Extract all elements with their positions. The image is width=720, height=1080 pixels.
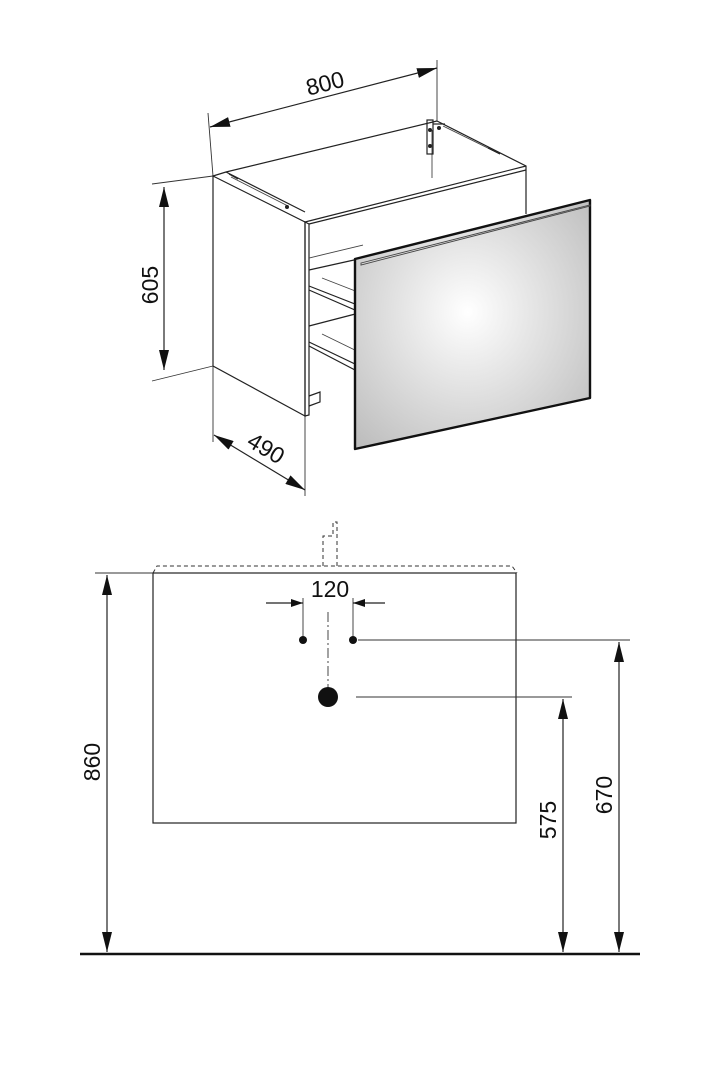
dimension-tap-spacing-label: 120: [311, 576, 349, 602]
cabinet-front-elevation: 120 860 575 670: [79, 521, 640, 956]
dimension-total-height: 860: [79, 575, 112, 952]
waste-connection: [318, 687, 338, 707]
dimension-height: 605: [137, 175, 214, 382]
dimension-width-label: 800: [303, 66, 347, 101]
dimension-tap-spacing: 120: [266, 576, 385, 640]
dimension-waste-height: 575: [535, 699, 568, 952]
dimension-depth-label: 490: [243, 427, 289, 469]
dimension-width: 800: [207, 60, 438, 177]
supply-connection-left: [299, 636, 307, 644]
dimension-supply-height-label: 670: [591, 776, 617, 814]
supply-connection-right: [349, 636, 357, 644]
dimension-height-label: 605: [137, 266, 163, 304]
dimension-depth: 490: [212, 366, 306, 496]
tap-outline: [322, 521, 338, 566]
dimension-waste-height-label: 575: [535, 801, 561, 839]
dimension-supply-height: 670: [591, 642, 624, 952]
cabinet-front-panel: [353, 198, 592, 451]
basin-outline: [152, 565, 518, 574]
dimension-total-height-label: 860: [79, 743, 105, 781]
cabinet-isometric-view: 800 605 490: [137, 60, 592, 496]
